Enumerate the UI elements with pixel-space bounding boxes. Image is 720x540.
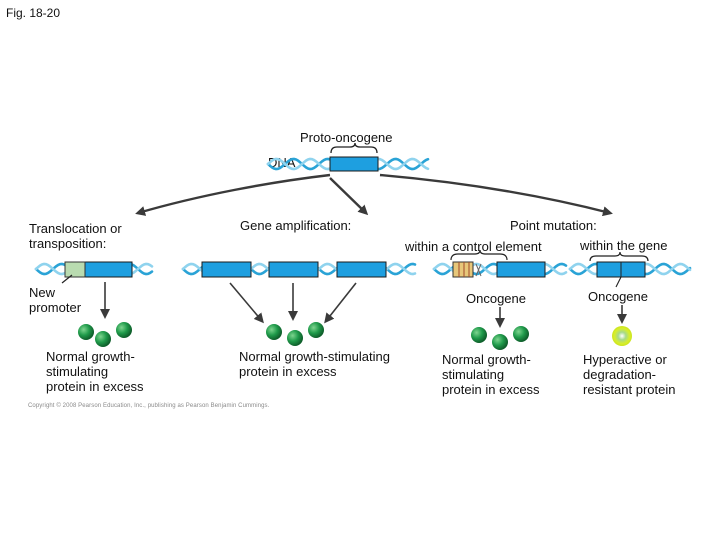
translocation-result-line3: protein in excess [46, 379, 144, 394]
proto-oncogene-label: Proto-oncogene [300, 130, 393, 145]
oncogene-control-gene [496, 261, 546, 278]
control-result-line3: protein in excess [442, 382, 540, 397]
control-result-line2: stimulating [442, 367, 505, 382]
translocation-result-line2: stimulating [46, 364, 109, 379]
gene-result-line3: resistant protein [583, 382, 676, 397]
oncogene-pointer-line [615, 276, 622, 288]
control-element-bracket [450, 249, 508, 261]
protein-ball [78, 324, 94, 340]
amplification-result-line2: protein in excess [239, 364, 337, 379]
copyright-text: Copyright © 2008 Pearson Education, Inc.… [28, 403, 270, 409]
point-mutation-title: Point mutation: [510, 218, 597, 233]
control-element-label: within a control element [405, 239, 542, 254]
arrow-to-amp-protein-left [229, 282, 264, 324]
amplified-gene-2 [268, 261, 319, 278]
translocated-gene [84, 261, 133, 278]
proto-oncogene-gene [329, 156, 379, 172]
control-element-cross-mark [475, 263, 482, 277]
oncogene-label-gene: Oncogene [588, 289, 648, 304]
protein-ball [513, 326, 529, 342]
arrow-to-amp-protein-right [324, 282, 357, 324]
protein-ball [471, 327, 487, 343]
protein-ball [116, 322, 132, 338]
new-promoter-label-line2: promoter [29, 300, 82, 315]
protein-ball [287, 330, 303, 346]
mutated-control-element [452, 261, 474, 278]
promoter-pointer-line [61, 274, 73, 284]
arrow-to-translocation [135, 173, 331, 216]
protein-ball [266, 324, 282, 340]
translocation-result-line1: Normal growth- [46, 349, 135, 364]
gene-result-line1: Hyperactive or [583, 352, 667, 367]
within-gene-bracket [589, 251, 649, 262]
oncogene-label-control: Oncogene [466, 291, 526, 306]
proto-oncogene-bracket [330, 142, 378, 154]
new-promoter-segment [64, 261, 86, 278]
amplified-gene-1 [201, 261, 252, 278]
figure-label: Fig. 18-20 [6, 6, 61, 20]
new-promoter-label-line1: New [29, 285, 56, 300]
hyperactive-protein-ball [612, 326, 632, 346]
within-gene-label: within the gene [580, 238, 668, 253]
translocation-title-line1: Translocation or [29, 221, 122, 236]
arrow-to-point-mutation [379, 173, 613, 217]
amplification-title: Gene amplification: [240, 218, 352, 233]
protein-ball [95, 331, 111, 347]
protein-ball [492, 334, 508, 350]
control-result-line1: Normal growth- [442, 352, 531, 367]
arrow-to-amplification [329, 177, 369, 216]
protein-ball [308, 322, 324, 338]
gene-result-line2: degradation- [583, 367, 656, 382]
amplification-result-line1: Normal growth-stimulating [239, 349, 390, 364]
translocation-title-line2: transposition: [29, 236, 107, 251]
amplified-gene-3 [336, 261, 387, 278]
